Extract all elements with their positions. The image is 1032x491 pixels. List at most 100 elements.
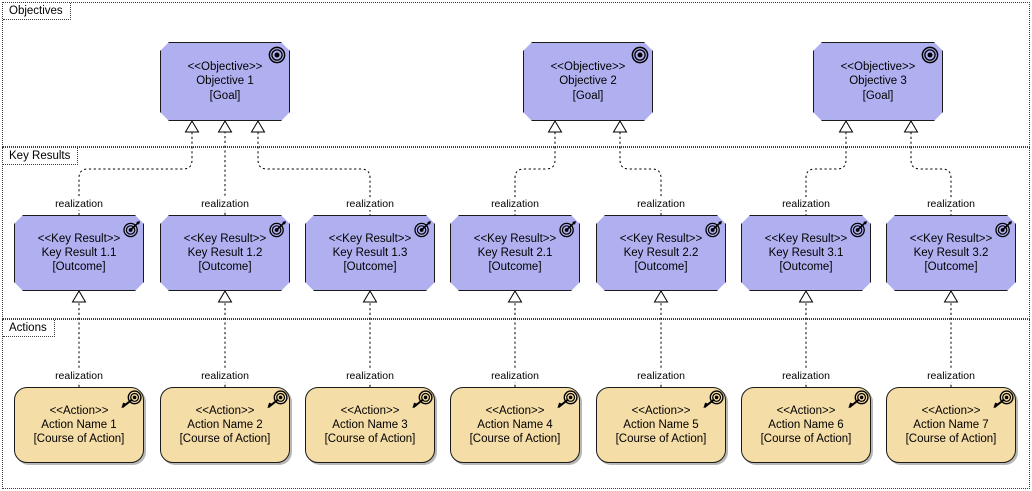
node-act6[interactable]: <<Action>>Action Name 6 [Course of Action… [741,387,871,463]
course-of-action-icon [120,390,142,409]
node-typelabel: [Goal] [572,89,604,102]
node-name: Action Name 4 [477,418,553,431]
node-typelabel: [Outcome] [198,261,252,274]
node-act1[interactable]: <<Action>>Action Name 1 [Course of Action… [14,387,144,463]
outcome-target-arrow-icon [558,219,576,237]
node-typelabel: [Outcome] [924,261,978,274]
edge-label-e-kr22-obj2: realization [635,198,687,210]
node-typelabel: [Course of Action] [760,433,852,446]
outcome-target-arrow-icon [268,219,286,237]
node-kr31[interactable]: <<Key Result>>Key Result 3.1 [Outcome] [741,215,871,291]
node-stereotypelabel: <<Objective>> [187,61,263,74]
node-stereotypelabel: <<Key Result>> [473,232,557,245]
course-of-action-icon [702,390,724,409]
node-typelabel: [Course of Action] [179,433,271,446]
node-stereotypelabel: <<Action>> [921,404,981,417]
node-name: Action Name 7 [913,418,989,431]
group-label-key-results: Key Results [3,148,79,165]
node-name: Action Name 6 [768,418,844,431]
node-name: Key Result 1.1 [41,246,117,259]
node-stereotypelabel: <<Action>> [195,404,255,417]
edge-label-e-act7-kr32: realization [925,370,977,382]
node-obj1[interactable]: <<Objective>>Objective 1[Goal] [160,42,290,121]
node-kr11[interactable]: <<Key Result>>Key Result 1.1 [Outcome] [14,215,144,291]
course-of-action-icon [847,390,869,409]
node-typelabel: [Outcome] [634,261,688,274]
course-of-action-icon [266,390,288,409]
node-stereotypelabel: <<Key Result>> [619,232,703,245]
edge-label-e-kr32-obj3: realization [925,198,977,210]
node-stereotypelabel: <<Key Result>> [183,232,267,245]
node-typelabel: [Outcome] [488,261,542,274]
group-label-actions: Actions [3,320,55,337]
node-stereotypelabel: <<Key Result>> [764,232,848,245]
group-actions[interactable]: Actions [2,319,1030,489]
edge-label-e-kr21-obj2: realization [489,198,541,210]
outcome-target-arrow-icon [122,219,140,237]
course-of-action-icon [411,390,433,409]
group-label-objectives: Objectives [3,3,71,20]
node-stereotypelabel: <<Action>> [340,404,400,417]
edge-label-e-act3-kr13: realization [344,370,396,382]
node-typelabel: [Course of Action] [615,433,707,446]
node-name: Key Result 3.2 [913,246,989,259]
edge-label-e-kr11-obj1: realization [53,198,105,210]
edge-label-e-act1-kr11: realization [53,370,105,382]
node-name: Action Name 5 [623,418,699,431]
node-kr12[interactable]: <<Key Result>>Key Result 1.2 [Outcome] [160,215,290,291]
node-obj2[interactable]: <<Objective>>Objective 2[Goal] [523,42,653,121]
node-name: Objective 3 [849,75,907,88]
node-kr32[interactable]: <<Key Result>>Key Result 3.2 [Outcome] [886,215,1016,291]
node-name: Key Result 1.2 [187,246,263,259]
node-act4[interactable]: <<Action>>Action Name 4[Course of Action… [450,387,580,463]
node-stereotypelabel: <<Action>> [485,404,545,417]
outcome-target-arrow-icon [704,219,722,237]
node-act3[interactable]: <<Action>>Action Name 3 [Course of Action… [305,387,435,463]
node-typelabel: [Goal] [209,89,241,102]
node-typelabel: [Outcome] [343,261,397,274]
node-name: Action Name 2 [187,418,263,431]
node-stereotypelabel: <<Action>> [776,404,836,417]
node-obj3[interactable]: <<Objective>>Objective 3[Goal] [813,42,943,121]
node-stereotypelabel: <<Key Result>> [909,232,993,245]
node-typelabel: [Outcome] [779,261,833,274]
node-name: Key Result 2.1 [477,246,553,259]
edge-label-e-act2-kr12: realization [199,370,251,382]
node-stereotypelabel: <<Action>> [631,404,691,417]
node-kr22[interactable]: <<Key Result>>Key Result 2.2 [Outcome] [596,215,726,291]
node-typelabel: [Course of Action] [905,433,997,446]
node-typelabel: [Course of Action] [324,433,416,446]
node-stereotypelabel: <<Objective>> [550,61,626,74]
node-act7[interactable]: <<Action>>Action Name 7 [Course of Action… [886,387,1016,463]
node-typelabel: [Outcome] [52,261,106,274]
node-kr13[interactable]: <<Key Result>>Key Result 1.3 [Outcome] [305,215,435,291]
node-typelabel: [Course of Action] [33,433,125,446]
node-kr21[interactable]: <<Key Result>>Key Result 2.1 [Outcome] [450,215,580,291]
outcome-target-arrow-icon [849,219,867,237]
node-act2[interactable]: <<Action>>Action Name 2 [Course of Action… [160,387,290,463]
node-name: Key Result 1.3 [332,246,408,259]
node-name: Action Name 1 [41,418,117,431]
node-name: Key Result 3.1 [768,246,844,259]
node-stereotypelabel: <<Key Result>> [37,232,121,245]
edge-label-e-kr13-obj1: realization [344,198,396,210]
node-name: Objective 1 [196,75,254,88]
course-of-action-icon [992,390,1014,409]
edge-label-e-act4-kr21: realization [489,370,541,382]
node-name: Key Result 2.2 [623,246,699,259]
node-stereotypelabel: <<Key Result>> [328,232,412,245]
edge-label-e-act6-kr31: realization [780,370,832,382]
course-of-action-icon [556,390,578,409]
goal-target-icon [631,46,649,64]
goal-target-icon [268,46,286,64]
node-name: Action Name 3 [332,418,408,431]
edge-label-e-kr31-obj3: realization [780,198,832,210]
node-stereotypelabel: <<Objective>> [840,61,916,74]
goal-target-icon [921,46,939,64]
outcome-target-arrow-icon [413,219,431,237]
node-stereotypelabel: <<Action>> [49,404,109,417]
node-act5[interactable]: <<Action>>Action Name 5 [Course of Action… [596,387,726,463]
node-name: Objective 2 [559,75,617,88]
node-typelabel: [Goal] [862,89,894,102]
